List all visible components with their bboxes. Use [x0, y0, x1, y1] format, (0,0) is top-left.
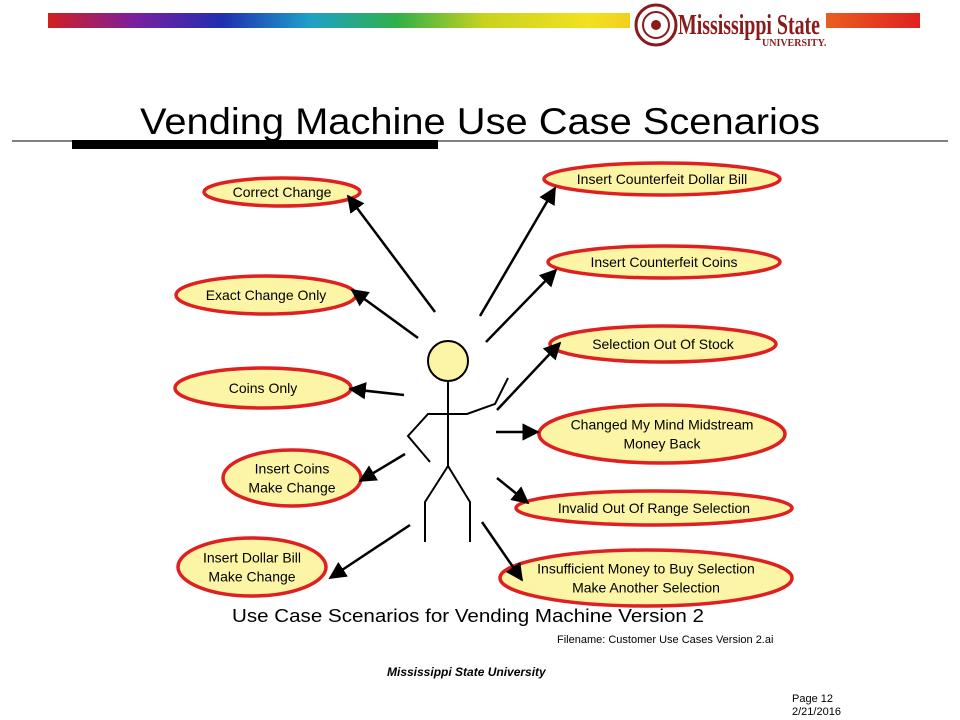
use-case-label: Changed My Mind Midstream [571, 417, 754, 433]
use-case-ellipse [202, 176, 362, 208]
use-case-label: Coins Only [229, 380, 297, 396]
title-underline-accent [72, 140, 438, 149]
use-case-label: Exact Change Only [206, 287, 327, 303]
slide-title: Vending Machine Use Case Scenarios [140, 101, 820, 142]
use-case-label: Insert Dollar Bill [203, 550, 301, 566]
use-case-label: Insufficient Money to Buy Selection [537, 561, 755, 577]
use-case-ellipse [546, 244, 782, 280]
diagram-caption: Use Case Scenarios for Vending Machine V… [232, 605, 704, 626]
arrow-insert-coins [358, 452, 406, 483]
arrow-exact-change-only [350, 288, 419, 340]
use-case-ellipse [542, 161, 782, 197]
use-case-label: Money Back [623, 436, 701, 452]
arrow-out-of-stock [496, 341, 562, 411]
use-case-ellipse [537, 403, 787, 465]
slide-date: 2/21/2016 [792, 706, 841, 718]
use-case-label: Insert Counterfeit Dollar Bill [577, 171, 747, 187]
diagram-filename: Filename: Customer Use Cases Version 2.a… [557, 634, 773, 646]
page-number: Page 12 [792, 693, 833, 705]
arrow-insert-dollar-bill [328, 523, 411, 580]
use-case-label: Insert Counterfeit Coins [590, 254, 737, 270]
use-case-insufficient-money: Insufficient Money to Buy SelectionMake … [498, 548, 794, 608]
use-case-label: Make Another Selection [572, 580, 720, 596]
use-case-label: Insert Coins [255, 461, 330, 477]
use-case-label: Correct Change [233, 184, 332, 200]
use-case-correct-change: Correct Change [202, 176, 362, 208]
use-case-ellipse [176, 536, 328, 598]
customer-actor-icon [406, 340, 509, 542]
use-case-invalid-selection: Invalid Out Of Range Selection [514, 489, 794, 527]
use-case-coins-only: Coins Only [173, 366, 353, 410]
use-case-insert-counterfeit-dollar-bill: Insert Counterfeit Dollar Bill [542, 161, 782, 197]
use-case-label: Make Change [208, 569, 295, 585]
arrow-invalid-selection [496, 477, 530, 505]
arrow-insufficient-money [480, 521, 524, 582]
arrow-correct-change [346, 194, 436, 313]
use-case-exact-change-only: Exact Change Only [174, 274, 358, 316]
use-case-insert-counterfeit-coins: Insert Counterfeit Coins [546, 244, 782, 280]
arrow-coins-only [348, 382, 405, 400]
use-case-ellipse [498, 548, 794, 608]
use-case-ellipse [514, 489, 794, 527]
university-logo: Mississippi State UNIVERSITY. [630, 2, 827, 49]
arrow-counterfeit-bill [478, 186, 557, 317]
logo-wordmark: Mississippi State [678, 10, 820, 41]
use-case-selection-out-of-stock: Selection Out Of Stock [548, 324, 778, 364]
use-case-ellipse [221, 448, 363, 508]
logo-subtext: UNIVERSITY. [762, 38, 827, 49]
footer-university: Mississippi State University [387, 665, 547, 679]
use-case-label: Make Change [248, 480, 335, 496]
actor-head [427, 340, 469, 382]
arrow-counterfeit-coins [485, 268, 558, 343]
arrow-layer [328, 186, 562, 582]
use-case-label: Selection Out Of Stock [592, 336, 735, 352]
use-case-label: Invalid Out Of Range Selection [558, 500, 750, 516]
